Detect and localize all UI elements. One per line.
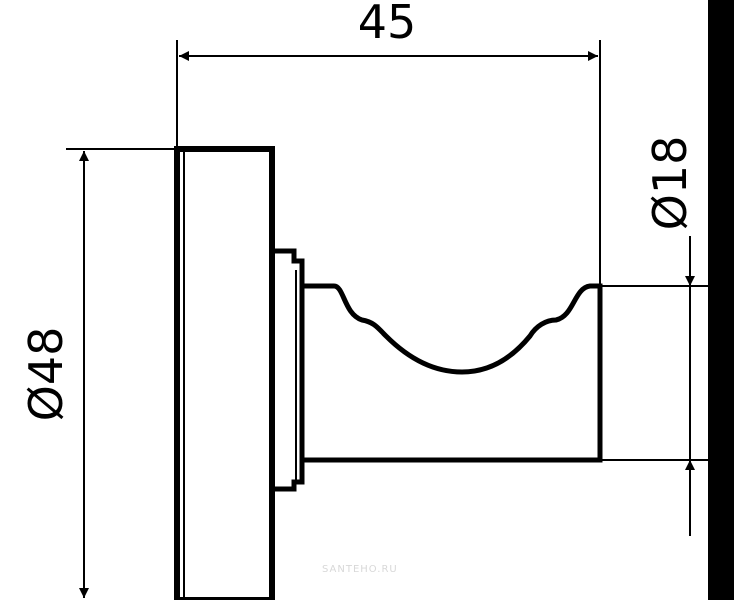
watermark-text: SANTEHO.RU <box>322 564 398 575</box>
dimension-label-width: 45 <box>358 0 417 49</box>
frame-edge <box>708 0 734 600</box>
hook-arm <box>302 283 603 463</box>
dimension-label-hook-diameter: Ø18 <box>643 136 697 231</box>
dimension-label-body-diameter: Ø48 <box>19 327 73 422</box>
extension-lines <box>66 40 708 461</box>
collar <box>272 248 305 492</box>
mounting-plate <box>174 146 275 600</box>
